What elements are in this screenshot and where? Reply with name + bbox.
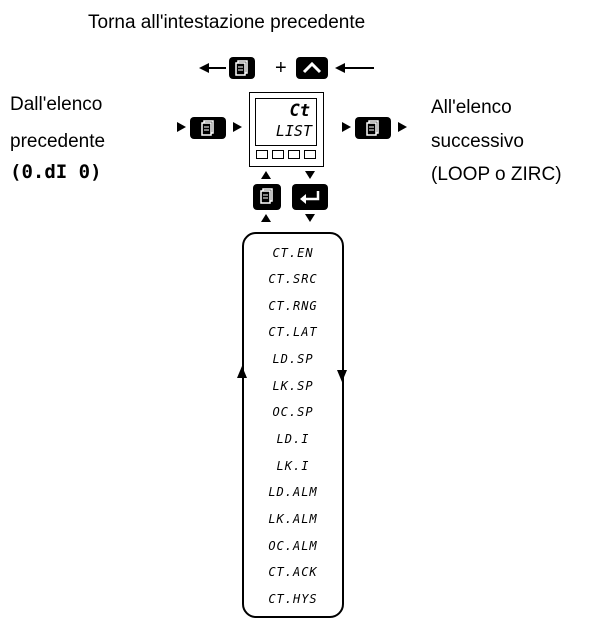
down-arrow-small-1-icon (305, 171, 315, 179)
parameter-list: CT.EN CT.SRC CT.RNG CT.LAT LD.SP LK.SP O… (242, 232, 344, 618)
next-list-page-key[interactable] (355, 117, 391, 139)
page-icon (235, 60, 248, 76)
list-item[interactable]: CT.HYS (268, 592, 318, 606)
left-line3: (0.dI 0) (10, 161, 102, 183)
right-line1: All'elenco (431, 97, 512, 118)
display-screen: Ct LIST (255, 98, 317, 146)
left-arrow-line (208, 67, 226, 69)
display-button-2[interactable] (272, 150, 284, 159)
display-code: Ct (289, 101, 310, 121)
list-up-arrow-icon (237, 366, 247, 378)
right-line3: (LOOP o ZIRC) (431, 164, 562, 185)
list-item[interactable]: OC.ALM (268, 539, 318, 553)
list-item[interactable]: LD.I (276, 432, 310, 446)
header-title: Torna all'intestazione precedente (88, 12, 366, 33)
list-page-key[interactable] (253, 184, 281, 210)
page-icon (260, 188, 273, 204)
plus-sign: + (275, 57, 287, 79)
raise-key[interactable] (296, 57, 328, 79)
left-line1: Dall'elenco (10, 94, 103, 115)
list-down-arrow-icon (337, 370, 347, 382)
page-icon (366, 120, 379, 136)
display-button-1[interactable] (256, 150, 268, 159)
list-item[interactable]: OC.SP (272, 405, 314, 419)
list-item[interactable]: CT.LAT (268, 325, 318, 339)
list-item[interactable]: CT.RNG (268, 299, 318, 313)
right-out-arrow-icon (398, 122, 407, 132)
raise-icon (302, 61, 322, 74)
list-item[interactable]: LK.I (276, 459, 310, 473)
display-unit: Ct LIST (249, 92, 324, 167)
page-key[interactable] (229, 57, 255, 79)
list-item[interactable]: CT.ACK (268, 565, 318, 579)
prev-list-page-key[interactable] (190, 117, 226, 139)
list-item[interactable]: LD.ALM (268, 485, 318, 499)
left-arrow-head-icon (199, 63, 209, 73)
display-button-4[interactable] (304, 150, 316, 159)
enter-icon (300, 191, 320, 204)
list-item[interactable]: CT.EN (272, 246, 314, 260)
left-out-arrow-icon (233, 122, 242, 132)
list-item[interactable]: LK.SP (272, 379, 314, 393)
page-icon (201, 120, 214, 136)
list-item[interactable]: CT.SRC (268, 272, 318, 286)
down-arrow-small-2-icon (305, 214, 315, 222)
display-button-3[interactable] (288, 150, 300, 159)
display-name: LIST (275, 122, 312, 140)
right-line2: successivo (431, 131, 524, 152)
right-in-arrow-icon (342, 122, 351, 132)
display-buttons (256, 150, 318, 162)
up-arrow-small-2-icon (261, 214, 271, 222)
list-item[interactable]: LD.SP (272, 352, 314, 366)
up-arrow-small-1-icon (261, 171, 271, 179)
left-line2: precedente (10, 131, 106, 152)
left-in-arrow-icon (177, 122, 186, 132)
right-arrow-head-icon (335, 63, 345, 73)
list-item[interactable]: LK.ALM (268, 512, 318, 526)
right-arrow-line (344, 67, 374, 69)
enter-key[interactable] (292, 184, 328, 210)
